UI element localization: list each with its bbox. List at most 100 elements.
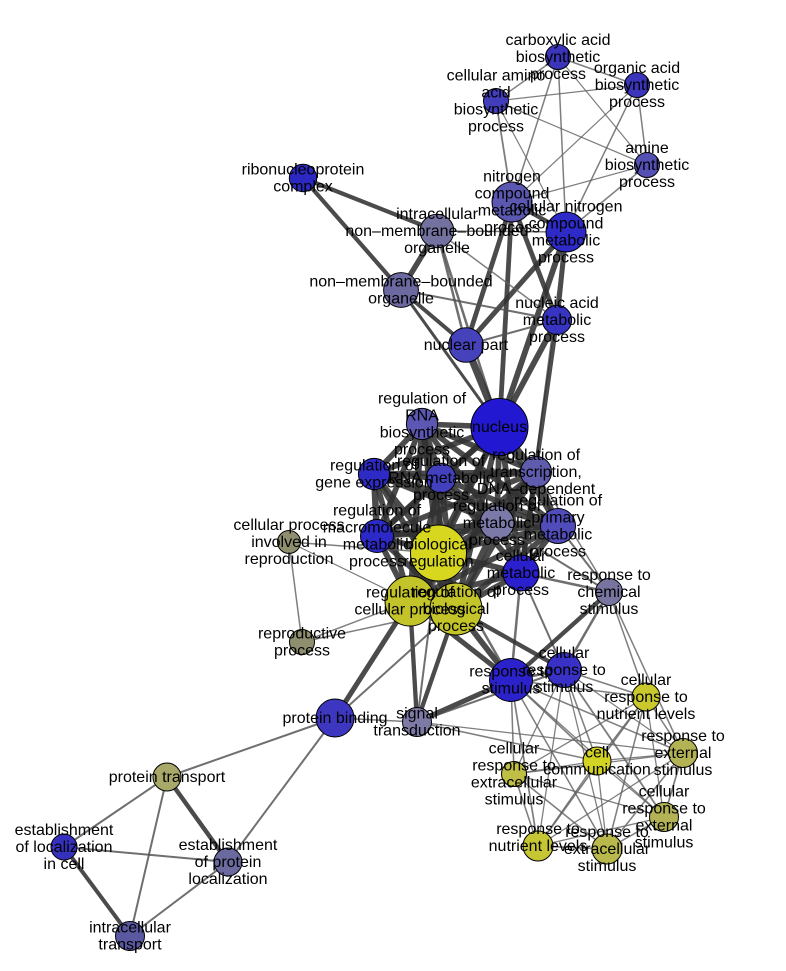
svg-text:response to: response to xyxy=(567,567,651,584)
svg-text:metabolic: metabolic xyxy=(343,537,411,554)
svg-text:in cell: in cell xyxy=(44,856,85,873)
svg-text:regulation: regulation xyxy=(403,554,473,571)
svg-text:regulation of: regulation of xyxy=(330,458,419,475)
svg-text:gene expression: gene expression xyxy=(315,475,432,492)
svg-text:RNA metabolic: RNA metabolic xyxy=(388,470,494,487)
svg-text:biosynthetic: biosynthetic xyxy=(605,157,690,174)
svg-text:involved in: involved in xyxy=(251,534,327,551)
svg-text:cellular: cellular xyxy=(489,741,540,758)
svg-text:transport: transport xyxy=(98,937,162,954)
svg-text:stimulus: stimulus xyxy=(485,792,544,809)
svg-text:process: process xyxy=(413,487,469,504)
svg-text:response to: response to xyxy=(604,689,688,706)
svg-text:cellular process: cellular process xyxy=(354,602,465,619)
svg-text:process: process xyxy=(484,220,540,237)
svg-text:regulation of: regulation of xyxy=(378,391,467,408)
svg-text:intracellular: intracellular xyxy=(396,206,478,223)
svg-text:macromolecule: macromolecule xyxy=(323,520,432,537)
svg-text:process: process xyxy=(349,554,405,571)
svg-text:biological: biological xyxy=(405,537,472,554)
svg-text:amine: amine xyxy=(625,140,669,157)
svg-text:biological: biological xyxy=(423,601,490,618)
svg-text:stimulus: stimulus xyxy=(654,762,713,779)
svg-text:process: process xyxy=(538,250,594,267)
svg-text:metabolic: metabolic xyxy=(487,565,555,582)
svg-text:nutrient levels: nutrient levels xyxy=(597,706,696,723)
svg-text:process: process xyxy=(530,66,586,83)
svg-text:compound: compound xyxy=(529,216,604,233)
svg-text:process: process xyxy=(394,442,450,459)
svg-text:cellular amino: cellular amino xyxy=(447,68,546,85)
svg-text:of localization: of localization xyxy=(16,839,113,856)
svg-text:biosynthetic: biosynthetic xyxy=(454,102,539,119)
svg-text:intracellular: intracellular xyxy=(89,920,171,937)
svg-text:transduction: transduction xyxy=(373,723,460,740)
svg-text:of protein: of protein xyxy=(195,854,262,871)
svg-text:nutrient levels: nutrient levels xyxy=(489,838,588,855)
svg-text:extracellular: extracellular xyxy=(471,775,558,792)
svg-text:protein binding: protein binding xyxy=(283,710,388,727)
svg-text:stimulus: stimulus xyxy=(580,601,639,618)
svg-text:regulation of: regulation of xyxy=(514,493,603,510)
svg-text:organelle: organelle xyxy=(404,240,470,257)
svg-text:regulation of: regulation of xyxy=(453,498,542,515)
svg-text:process: process xyxy=(468,119,524,136)
svg-text:nucleus: nucleus xyxy=(472,419,527,436)
svg-text:process: process xyxy=(529,329,585,346)
svg-text:metabolic: metabolic xyxy=(478,203,546,220)
svg-text:establishment: establishment xyxy=(179,837,278,854)
svg-text:extracellular: extracellular xyxy=(564,841,651,858)
svg-text:regulation of: regulation of xyxy=(397,453,486,470)
svg-text:primary: primary xyxy=(531,510,584,527)
svg-text:biosynthetic: biosynthetic xyxy=(516,49,601,66)
svg-text:metabolic: metabolic xyxy=(523,312,591,329)
svg-text:process: process xyxy=(530,544,586,561)
svg-text:stimulus: stimulus xyxy=(482,681,541,698)
svg-text:process: process xyxy=(428,618,484,635)
svg-text:process: process xyxy=(469,532,525,549)
svg-text:reproduction: reproduction xyxy=(245,551,334,568)
svg-text:cellular: cellular xyxy=(639,784,690,801)
svg-text:cellular: cellular xyxy=(539,645,590,662)
svg-text:localization: localization xyxy=(188,871,267,888)
svg-text:transcription,: transcription, xyxy=(490,464,582,481)
svg-text:protein transport: protein transport xyxy=(109,769,226,786)
svg-text:response to: response to xyxy=(522,662,606,679)
svg-text:ribonucleoprotein: ribonucleoprotein xyxy=(242,162,365,179)
svg-text:non–membrane–bounded: non–membrane–bounded xyxy=(345,223,528,240)
svg-text:communication: communication xyxy=(543,762,651,779)
svg-text:response to: response to xyxy=(622,801,706,818)
svg-text:response to: response to xyxy=(641,728,725,745)
svg-text:signal: signal xyxy=(396,706,438,723)
svg-text:compound: compound xyxy=(475,186,550,203)
svg-text:process: process xyxy=(493,582,549,599)
svg-text:carboxylic acid: carboxylic acid xyxy=(506,32,611,49)
svg-text:process: process xyxy=(609,94,665,111)
svg-text:regulation of: regulation of xyxy=(366,585,455,602)
svg-text:stimulus: stimulus xyxy=(578,858,637,875)
svg-text:chemical: chemical xyxy=(577,584,640,601)
svg-text:stimulus: stimulus xyxy=(535,679,594,696)
svg-text:biosynthetic: biosynthetic xyxy=(595,77,680,94)
svg-text:nucleic acid: nucleic acid xyxy=(515,295,599,312)
svg-text:non–membrane–bounded: non–membrane–bounded xyxy=(309,274,492,291)
svg-text:regulation of: regulation of xyxy=(492,447,581,464)
svg-text:cellular: cellular xyxy=(621,672,672,689)
svg-text:metabolic: metabolic xyxy=(524,527,592,544)
svg-text:establishment: establishment xyxy=(15,822,114,839)
svg-text:DNA–dependent: DNA–dependent xyxy=(477,481,596,498)
svg-text:process: process xyxy=(274,643,330,660)
svg-text:response to: response to xyxy=(469,664,553,681)
svg-text:acid: acid xyxy=(481,85,510,102)
svg-text:cellular: cellular xyxy=(496,548,547,565)
svg-text:regulation of: regulation of xyxy=(412,584,501,601)
svg-text:organic acid: organic acid xyxy=(594,60,680,77)
svg-text:cell: cell xyxy=(585,745,609,762)
svg-text:nitrogen: nitrogen xyxy=(483,169,541,186)
svg-text:metabolic: metabolic xyxy=(532,233,600,250)
svg-text:external: external xyxy=(636,818,693,835)
svg-text:response to: response to xyxy=(565,824,649,841)
svg-text:complex: complex xyxy=(273,179,333,196)
svg-text:reproductive: reproductive xyxy=(258,626,346,643)
svg-text:RNA: RNA xyxy=(405,408,439,425)
